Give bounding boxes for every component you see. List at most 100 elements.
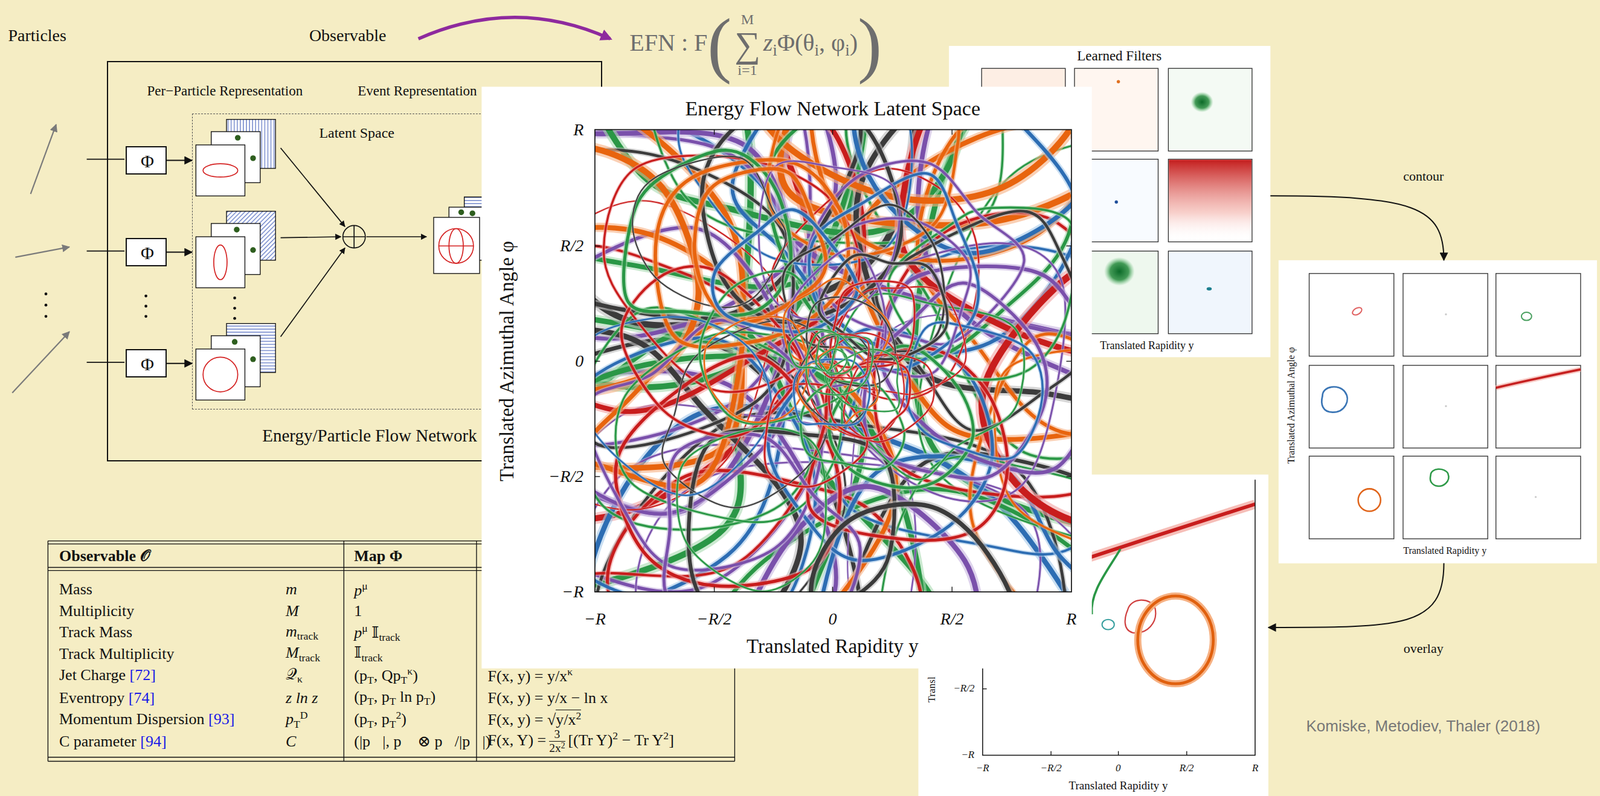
g-shape [1321,306,1581,512]
node-text: Translated Rapidity y [1099,339,1194,353]
path-shape [1321,387,1347,413]
line-shape [280,147,345,227]
node-text: −R/2 [697,609,733,629]
text-run: 1 [353,602,362,621]
node-text: −R [976,762,990,775]
line-shape [1066,245,1071,247]
ellipse-shape [1206,286,1212,290]
node-text: R [573,120,584,140]
ellipse-shape [1104,257,1135,286]
line-shape [475,541,477,762]
g-shape [1309,273,1581,539]
sum-group: M∑i=1 [734,12,761,78]
line-shape [832,129,833,135]
contour-tube [825,349,900,412]
label-text: track [378,631,400,644]
circle-shape [233,306,237,310]
line-shape [594,245,600,247]
radical-bar: y/x2 [555,709,582,729]
label-text: κ [297,672,303,685]
contour-tube [677,427,827,592]
g-shape [982,689,1187,756]
text-run: (|p⃗|, p⃗ ⊗ p⃗/|p⃗|) [353,732,491,751]
line-shape [951,587,953,592]
contour-tube-glow [677,427,827,592]
label-text: Jet Charge [59,666,126,684]
text-run: Observable [309,25,387,46]
node-text: −R/2 [953,682,975,695]
label-text: Observable 𝒪 [59,547,150,565]
label-text: M [734,12,761,27]
label-text: ∑ [734,26,761,63]
label-text: [93] [208,710,235,728]
text-run: F(x, y) = √y/x2 [488,709,582,730]
label-text: [(Tr Y) [567,731,613,749]
rect-shape [1496,273,1581,357]
label-text: Map Φ [353,547,403,565]
denominator: 2x2 [549,741,565,756]
node-text: R [1252,762,1259,775]
label-text: T [367,718,374,731]
plot-ticks [594,129,1072,592]
text-run: pμ𝕀track [353,622,400,644]
label-text: [74] [128,689,155,707]
node-text: Learned Filters [1076,48,1162,65]
label-text: EFN : F [629,28,708,57]
label-text: Track Mass [59,623,133,641]
contour-panel [1278,260,1597,564]
rect-shape [1168,159,1252,241]
particle-arrows [12,124,70,393]
label-text: [72] [129,666,156,684]
contour-tube-glow [806,331,874,396]
label-text: T [293,718,301,731]
edge-label: overlay [1402,640,1445,657]
label-text: F(x, y) = √ [488,710,557,729]
node-text: 0 [575,351,584,371]
circle-shape [144,305,148,309]
rect-shape [1309,456,1395,539]
circle-shape [233,226,240,232]
circle-shape [1116,79,1120,83]
label-text: 3 [549,728,565,742]
particle-arrow [12,331,70,393]
circle-shape [1534,495,1537,498]
text-run: F(x, y) = y/x − ln x [488,689,609,708]
label-text: Observable [309,25,387,45]
label-text: C [285,732,296,751]
path-shape [1496,369,1581,388]
line-shape [280,236,342,238]
input-wires [86,159,126,363]
text-run: M [285,602,299,621]
node-text: Event Representation [357,83,477,100]
node-text: −R/2 [1040,762,1062,775]
label-text: M [285,602,299,620]
line-shape [1050,751,1051,756]
label-text: m [285,622,298,641]
line-shape [86,250,126,252]
node-text: Per−Particle Representation [147,83,304,100]
label-text: C parameter [59,732,137,751]
circle-shape [144,314,148,318]
text-run: Momentum Dispersion[93] [59,710,235,729]
axis-label: Translated Azimuthal Angle φ [495,240,519,482]
text-run: Track Multiplicity [59,645,174,664]
circle-shape [233,296,237,300]
label-text: F(x, Y) = [488,731,547,749]
ellipse-shape [1521,312,1532,321]
label-text: track [298,651,321,664]
node-text: −R [960,748,975,762]
label-text: D [300,709,309,722]
label-text: Φ(θ [777,28,815,57]
label-text: μ [361,579,368,592]
connector-arrow [166,251,193,254]
label-text: Komiske, Metodiev, Thaler (2018) [1305,716,1541,736]
path-shape [1430,469,1449,487]
label-text: y/x [555,710,576,729]
map-box: Φ [125,237,167,267]
contour-tube-glow [816,334,856,374]
label-text: i [772,41,778,60]
rect-shape [1168,251,1253,335]
rect-shape [1403,365,1488,449]
